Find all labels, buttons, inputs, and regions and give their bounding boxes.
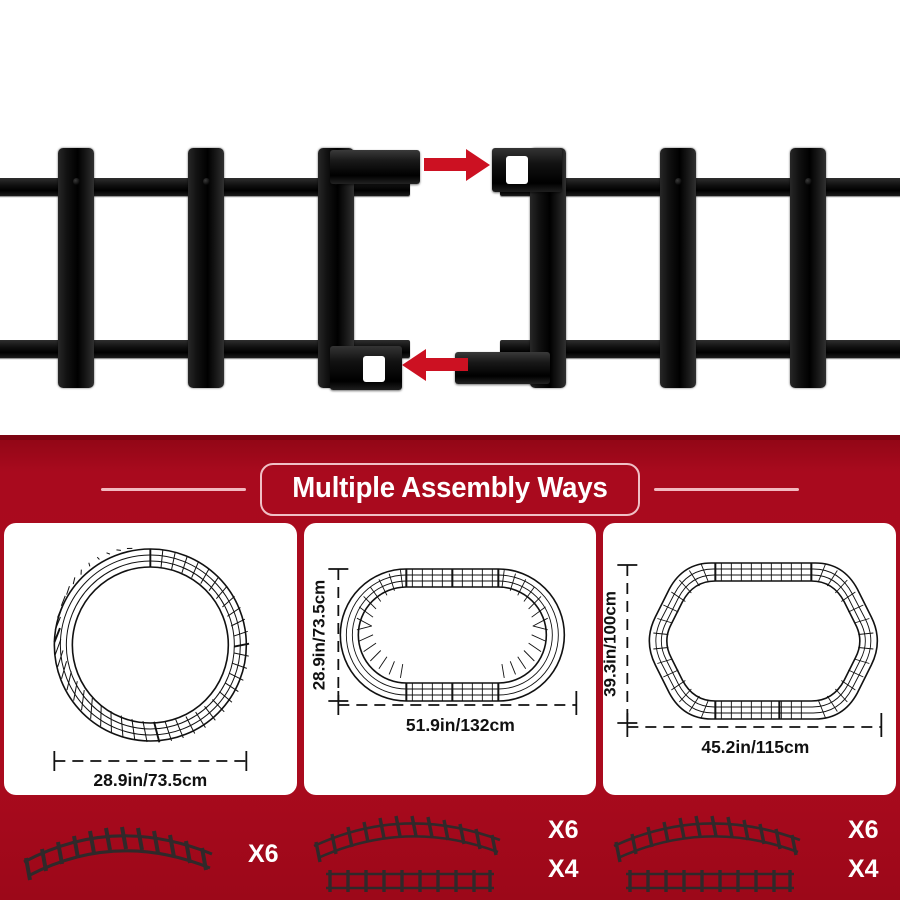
left-track-tie xyxy=(58,148,94,388)
hexagon-track-diagram: 39.3in/100cm 45.2in/115cm xyxy=(603,562,883,757)
circle-width-dimension xyxy=(53,751,248,771)
oval-track-diagram: 28.9in/73.5cm 51.9in/132cm xyxy=(309,568,577,735)
header-rule-left xyxy=(101,487,247,491)
assembly-header: Multiple Assembly Ways xyxy=(0,461,900,517)
parts-art-oval xyxy=(300,800,548,900)
track-interface-banner: TRACK INTERFACE xyxy=(0,0,613,88)
right-track-tie xyxy=(660,148,696,388)
layout-card-oval[interactable]: 28.9in/73.5cm 51.9in/132cm xyxy=(303,523,597,795)
socket-hole xyxy=(363,356,385,382)
right-track-piece xyxy=(490,140,900,390)
multiple-assembly-section: Multiple Assembly Ways xyxy=(0,435,900,900)
connector-socket-top xyxy=(492,148,562,192)
part-count-curved: X6 xyxy=(848,816,879,844)
parts-group-hexagon: X6 X4 xyxy=(600,800,900,900)
connector-tab-top xyxy=(330,150,420,184)
part-count-straight: X4 xyxy=(548,855,579,883)
arrow-left-bottom-icon xyxy=(402,348,468,381)
hexagon-height-dimension xyxy=(617,564,638,724)
layout-card-hexagon[interactable]: 39.3in/100cm 45.2in/115cm xyxy=(603,523,897,795)
parts-counts-hexagon: X6 X4 xyxy=(848,818,900,882)
arrow-right-top-icon xyxy=(424,148,490,181)
left-track-tie xyxy=(188,148,224,388)
oval-width-label: 51.9in/132cm xyxy=(406,715,515,735)
part-count-curved: X6 xyxy=(248,839,279,868)
assembly-title-box: Multiple Assembly Ways xyxy=(260,462,640,516)
parts-counts-circle: X6 xyxy=(248,834,300,867)
oval-height-dimension xyxy=(328,568,349,702)
hexagon-width-label: 45.2in/115cm xyxy=(702,737,810,757)
hexagon-height-label: 39.3in/100cm xyxy=(603,591,619,697)
layout-card-circle[interactable]: 28.9in/73.5cm xyxy=(4,523,297,795)
part-count-straight: X4 xyxy=(848,855,879,883)
hexagon-width-dimension xyxy=(626,713,883,737)
parts-group-oval: X6 X4 xyxy=(300,800,600,900)
section-top-divider xyxy=(0,435,900,440)
assembly-title: Multiple Assembly Ways xyxy=(292,471,608,504)
connector-socket-bottom xyxy=(330,346,402,390)
curved-track-art xyxy=(23,826,213,881)
header-rule-right xyxy=(653,487,799,491)
parts-art-hexagon xyxy=(600,800,848,900)
part-count-curved: X6 xyxy=(548,816,579,844)
parts-legend-row: X6 xyxy=(0,800,900,900)
circle-track-diagram: 28.9in/73.5cm xyxy=(53,547,250,790)
connector-tab-bottom xyxy=(455,352,550,384)
right-track-tie xyxy=(790,148,826,388)
parts-art-circle xyxy=(0,800,248,900)
parts-counts-oval: X6 X4 xyxy=(548,818,600,882)
oval-height-label: 28.9in/73.5cm xyxy=(309,580,328,691)
oval-width-dimension xyxy=(337,691,577,715)
circle-width-label: 28.9in/73.5cm xyxy=(93,770,207,790)
socket-hole xyxy=(506,156,528,184)
track-interface-photo-section: TRACK INTERFACE xyxy=(0,0,900,435)
curved-and-straight-track-art xyxy=(313,815,501,892)
layout-cards: 28.9in/73.5cm xyxy=(4,523,897,795)
curved-and-straight-track-art xyxy=(613,815,801,892)
parts-group-circle: X6 xyxy=(0,800,300,900)
